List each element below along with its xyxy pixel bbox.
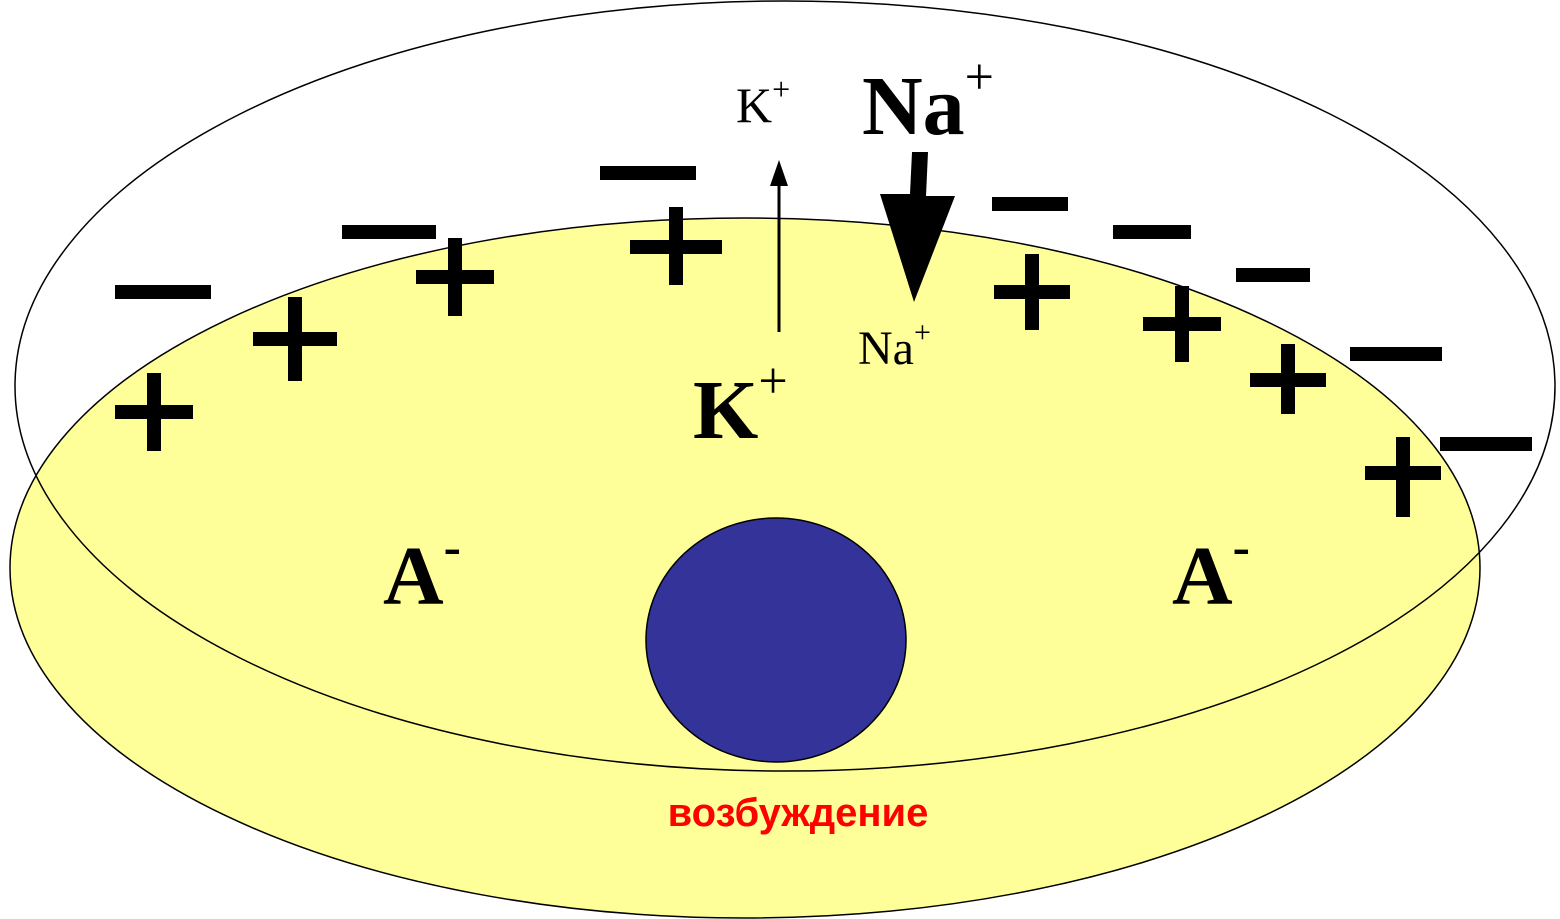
positive-charges [115, 207, 1441, 517]
minus-sign [115, 285, 211, 299]
caption-excitation: возбуждение [668, 791, 929, 835]
minus-sign [1113, 225, 1191, 239]
minus-sign [1350, 347, 1442, 361]
k-outside-label: K+ [736, 71, 790, 133]
minus-sign [342, 225, 436, 239]
minus-sign [600, 166, 696, 180]
anion-left-label: A- [383, 519, 461, 623]
negative-charges [115, 166, 1532, 451]
plus-sign [630, 207, 722, 285]
nucleus [645, 517, 907, 763]
plus-sign [115, 373, 193, 451]
minus-sign [1236, 268, 1310, 282]
na-outside-label: Na+ [862, 49, 994, 153]
minus-sign [992, 197, 1068, 211]
plus-sign [253, 297, 337, 381]
plus-sign [1365, 437, 1441, 517]
k-efflux-arrow [770, 160, 788, 332]
outer-boundary [14, 0, 1556, 772]
plus-sign [994, 254, 1070, 330]
anion-right-label: A- [1172, 519, 1250, 623]
na-inside-label: Na+ [858, 316, 931, 375]
plus-sign [1143, 286, 1221, 362]
k-inside-label: K+ [693, 353, 788, 457]
plus-sign [416, 238, 494, 316]
plus-sign [1250, 344, 1326, 414]
minus-sign [1440, 437, 1532, 451]
na-influx-arrow [880, 152, 955, 302]
